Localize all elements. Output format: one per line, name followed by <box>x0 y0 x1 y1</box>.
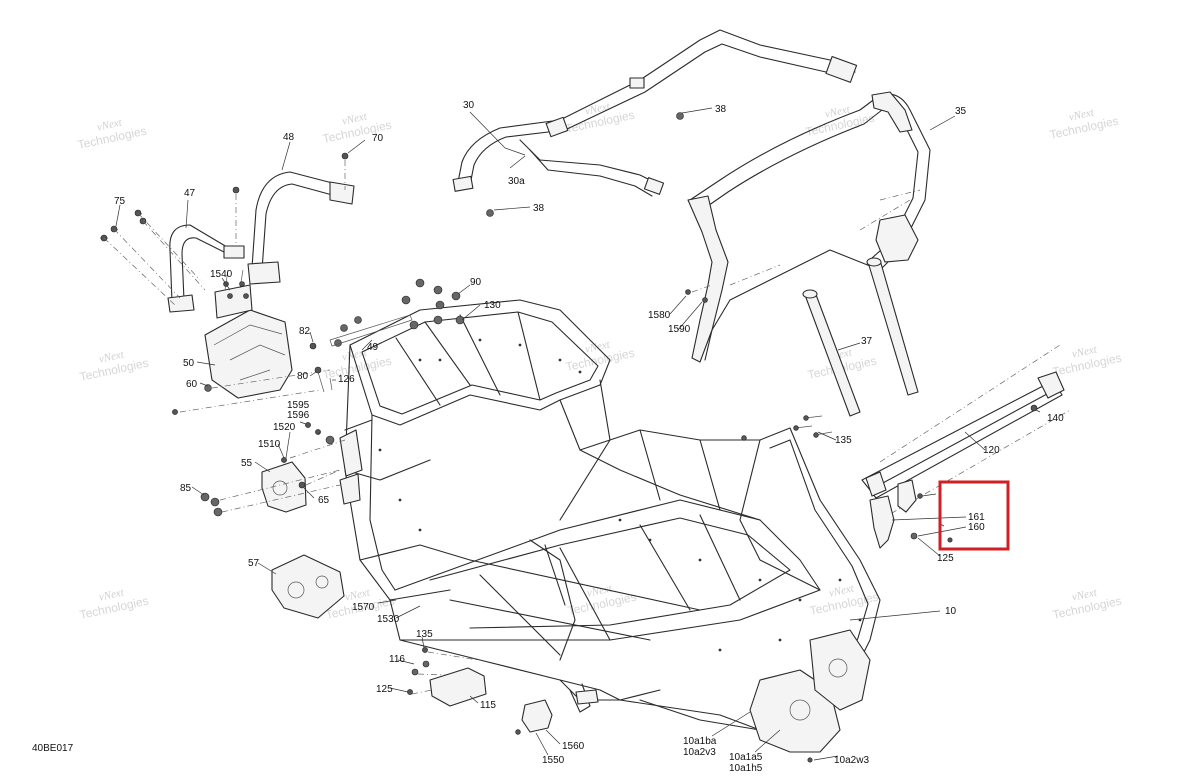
main-frame-part <box>339 299 881 753</box>
watermark-text: vNext <box>96 116 124 133</box>
callout-47[interactable]: 47 <box>184 188 196 199</box>
callout-60[interactable]: 60 <box>186 379 198 390</box>
callout-1530[interactable]: 1530 <box>377 614 400 625</box>
watermark-text: vNext <box>98 586 126 603</box>
fasteners <box>100 112 1038 763</box>
callout-116[interactable]: 116 <box>389 654 405 665</box>
callout-160[interactable]: 160 <box>968 522 985 533</box>
callout-126[interactable]: 126 <box>338 374 355 385</box>
callout-1596[interactable]: 1596 <box>287 410 310 421</box>
engine-mount-part <box>261 461 345 619</box>
callout-1595[interactable]: 1595 <box>287 400 310 411</box>
rear-strut-part <box>802 257 919 417</box>
watermark-text: vNext <box>98 348 126 365</box>
callout-140[interactable]: 140 <box>1047 413 1064 424</box>
watermark-text: vNext <box>341 110 369 127</box>
watermark-text: vNext <box>1071 586 1099 603</box>
callout-10a1ba[interactable]: 10a1ba <box>683 736 717 747</box>
front-crossbar-end <box>575 689 599 705</box>
rear-roll-bar-leg <box>687 195 729 363</box>
watermark-text: vNext <box>341 346 369 363</box>
callout-1560[interactable]: 1560 <box>562 741 585 752</box>
callout-37[interactable]: 37 <box>861 336 873 347</box>
drawing-code: 40BE017 <box>32 743 74 754</box>
callout-135[interactable]: 135 <box>416 629 433 640</box>
callout-10[interactable]: 10 <box>945 606 957 617</box>
roll-bar-bracket <box>545 116 569 138</box>
rear-roll-bar-gusset <box>875 214 919 263</box>
callout-65[interactable]: 65 <box>318 495 330 506</box>
frame-side-plate <box>339 473 361 505</box>
callout-10a1a5[interactable]: 10a1a5 <box>729 752 763 763</box>
callout-30a[interactable]: 30a <box>508 176 525 187</box>
roll-bar-clamp <box>825 55 858 83</box>
callout-50[interactable]: 50 <box>183 358 195 369</box>
watermark-text: vNext <box>828 582 856 599</box>
callout-30[interactable]: 30 <box>463 100 475 111</box>
callout-35[interactable]: 35 <box>955 106 967 117</box>
callout-10a2w3[interactable]: 10a2w3 <box>834 755 869 766</box>
callout-labels: 30 30a 38 38 35 48 70 47 75 1540 50 60 9… <box>114 100 1064 774</box>
callout-70[interactable]: 70 <box>372 133 384 144</box>
callout-135[interactable]: 135 <box>835 435 852 446</box>
callout-75[interactable]: 75 <box>114 196 126 207</box>
callout-161[interactable]: 161 <box>968 512 985 523</box>
callout-120[interactable]: 120 <box>983 445 1000 456</box>
roll-bar-bracket <box>629 77 645 89</box>
bracket-161-part <box>869 479 937 549</box>
bracket-1560 <box>521 699 553 733</box>
watermark-text: vNext <box>344 586 372 603</box>
callout-1590[interactable]: 1590 <box>668 324 691 335</box>
bracket-115 <box>429 667 487 707</box>
front-suspension-mount <box>809 629 871 711</box>
callout-1550[interactable]: 1550 <box>542 755 565 766</box>
callout-1510[interactable]: 1510 <box>258 439 281 450</box>
callout-90[interactable]: 90 <box>470 277 482 288</box>
callout-125[interactable]: 125 <box>937 553 954 564</box>
roll-cage-part <box>452 29 931 363</box>
leader-lines <box>115 107 1041 761</box>
side-rail-part <box>861 344 1071 521</box>
watermark-text: vNext <box>1071 343 1099 360</box>
roll-bar-mount <box>452 175 474 192</box>
front-bracket-part <box>204 269 293 399</box>
callout-57[interactable]: 57 <box>248 558 260 569</box>
callout-80[interactable]: 80 <box>297 371 309 382</box>
watermark-text: vNext <box>1068 106 1096 123</box>
highlight-box <box>938 480 1010 551</box>
callout-82[interactable]: 82 <box>299 326 311 337</box>
callout-1540[interactable]: 1540 <box>210 269 233 280</box>
roll-bar-mount <box>643 177 665 195</box>
callout-85[interactable]: 85 <box>180 483 192 494</box>
callout-115[interactable]: 115 <box>480 700 496 711</box>
callout-1580[interactable]: 1580 <box>648 310 671 321</box>
callout-130[interactable]: 130 <box>484 300 501 311</box>
callout-38[interactable]: 38 <box>715 104 727 115</box>
watermark-text: vNext <box>584 338 612 355</box>
callout-1570[interactable]: 1570 <box>352 602 375 613</box>
callout-49[interactable]: 49 <box>367 342 379 353</box>
callout-10a1h5[interactable]: 10a1h5 <box>729 763 763 774</box>
rear-roll-bar-corner <box>871 91 913 133</box>
bar-49 <box>329 314 413 347</box>
callout-48[interactable]: 48 <box>283 132 295 143</box>
frame-side-plate <box>339 429 363 477</box>
callout-1520[interactable]: 1520 <box>273 422 296 433</box>
grab-bar-part <box>167 171 355 313</box>
callout-55[interactable]: 55 <box>241 458 253 469</box>
callout-10a2v3[interactable]: 10a2v3 <box>683 747 716 758</box>
callout-125[interactable]: 125 <box>376 684 393 695</box>
callout-38[interactable]: 38 <box>533 203 545 214</box>
